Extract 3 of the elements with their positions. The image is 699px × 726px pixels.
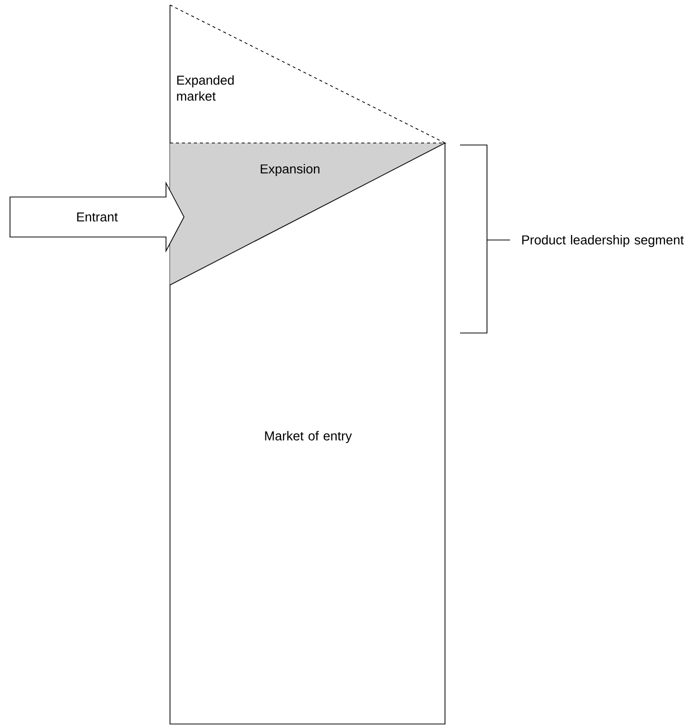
expansion-triangle: Expansion (170, 142, 446, 286)
segment-label: Product leadership segment (522, 234, 684, 248)
expanded-market-triangle: Expanded market (170, 4, 447, 144)
